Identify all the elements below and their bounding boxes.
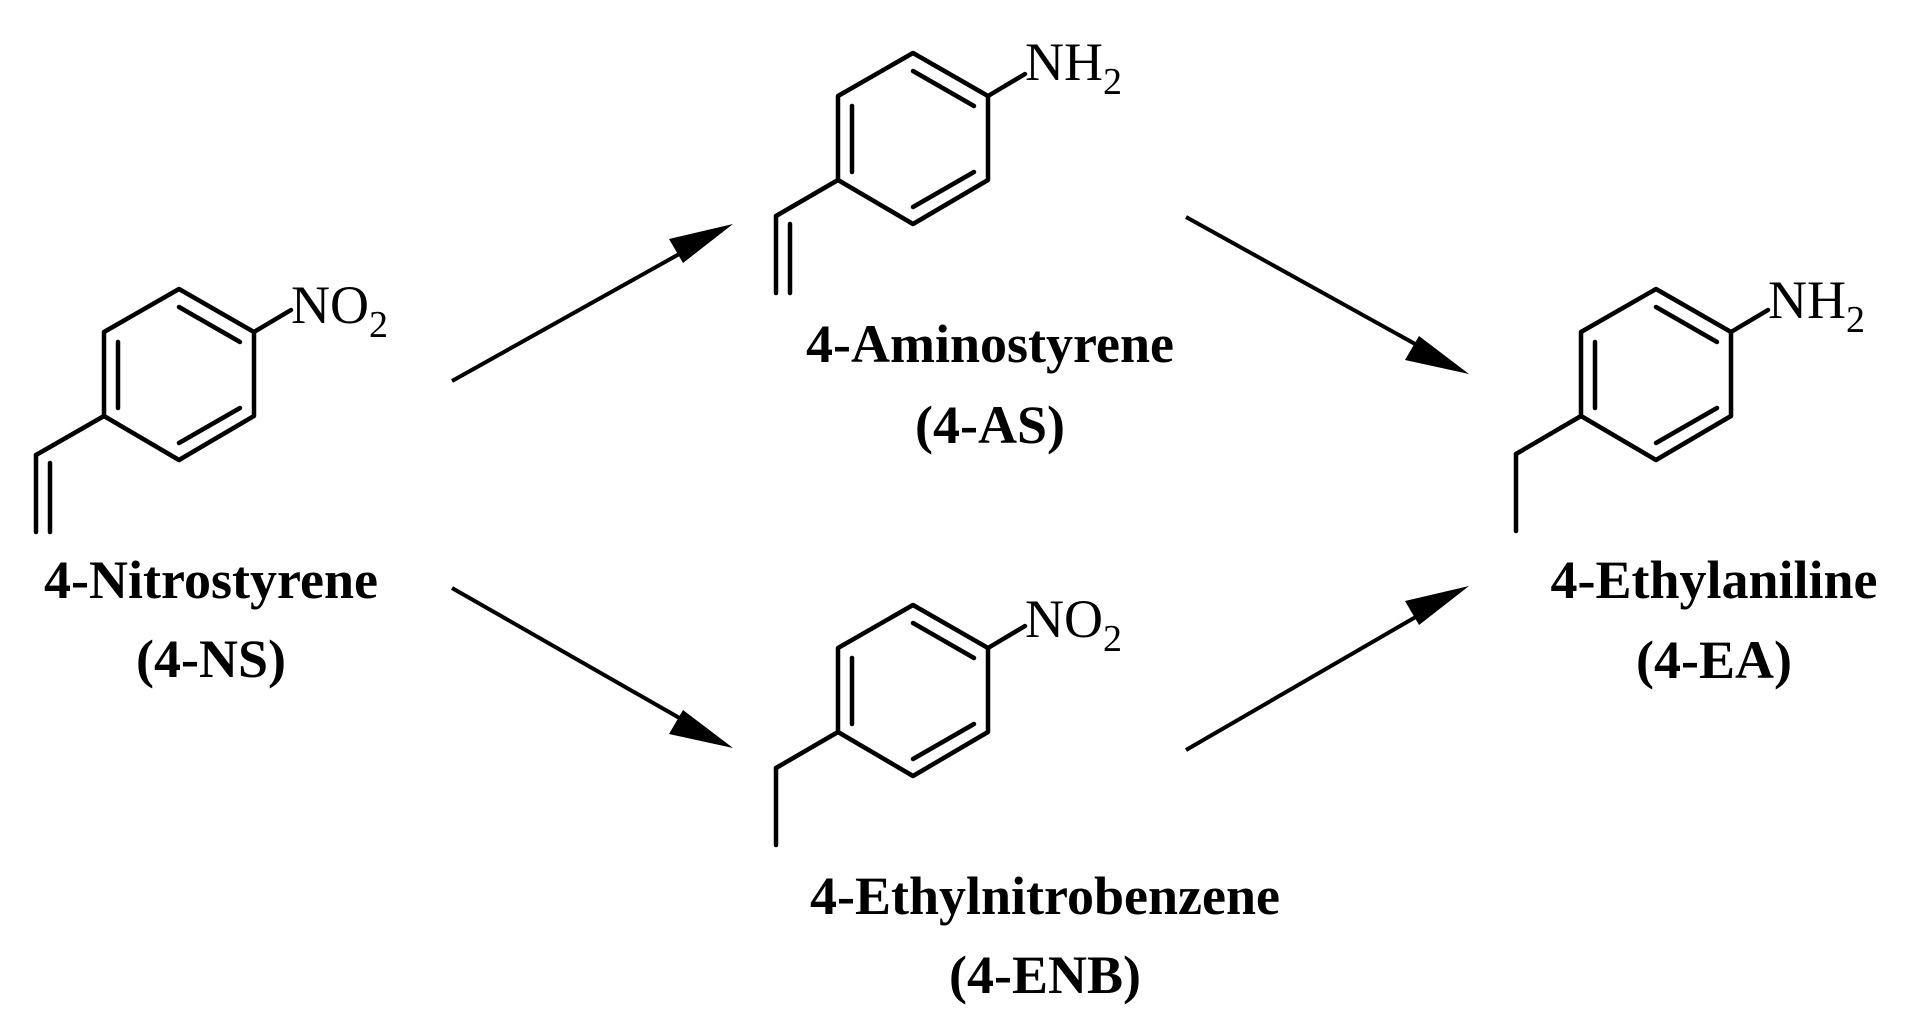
molecule-name: 4-Aminostyrene <box>806 314 1174 374</box>
arrow-as-to-ea <box>1185 215 1469 374</box>
molecule-abbreviation: (4-AS) <box>915 395 1065 455</box>
molecule-4-as: NH2 4-Aminostyrene (4-AS) <box>773 32 1174 455</box>
molecule-4-ns: NO2 4-Nitrostyrene (4-NS) <box>33 275 388 689</box>
molecule-4-ea: NH2 4-Ethylaniline (4-EA) <box>1513 270 1878 690</box>
nitro-group-label: NO2 <box>1025 589 1122 660</box>
molecule-name: 4-Ethylaniline <box>1550 550 1877 610</box>
ethyl-bond-a <box>773 729 841 771</box>
arrow-ns-to-as <box>451 224 733 383</box>
molecule-abbreviation: (4-NS) <box>136 629 286 689</box>
arrow-enb-to-ea <box>1184 586 1469 752</box>
molecule-4-enb: NO2 4-Ethylnitrobenzene (4-ENB) <box>773 589 1280 1005</box>
arrow-ns-to-enb <box>451 586 733 748</box>
benzene-ring <box>1581 289 1731 460</box>
ethyl-bond-a <box>1513 413 1584 457</box>
benzene-ring <box>104 289 254 460</box>
bond-ring-to-nitro <box>251 307 294 335</box>
molecule-name: 4-Nitrostyrene <box>44 550 378 610</box>
bond-ring-to-nitro <box>985 623 1028 651</box>
vinyl-bond <box>33 413 107 458</box>
amine-group-label: NH2 <box>1768 270 1865 341</box>
vinyl-bond <box>773 177 841 219</box>
bond-ring-to-amine <box>1728 307 1771 335</box>
nitro-group-label: NO2 <box>291 275 388 346</box>
amine-group-label: NH2 <box>1025 32 1122 103</box>
benzene-ring <box>838 605 988 776</box>
bond-ring-to-amine <box>985 71 1028 99</box>
molecule-abbreviation: (4-ENB) <box>949 945 1141 1005</box>
molecule-abbreviation: (4-EA) <box>1636 630 1792 690</box>
benzene-ring <box>838 53 988 224</box>
molecule-name: 4-Ethylnitrobenzene <box>810 866 1280 926</box>
